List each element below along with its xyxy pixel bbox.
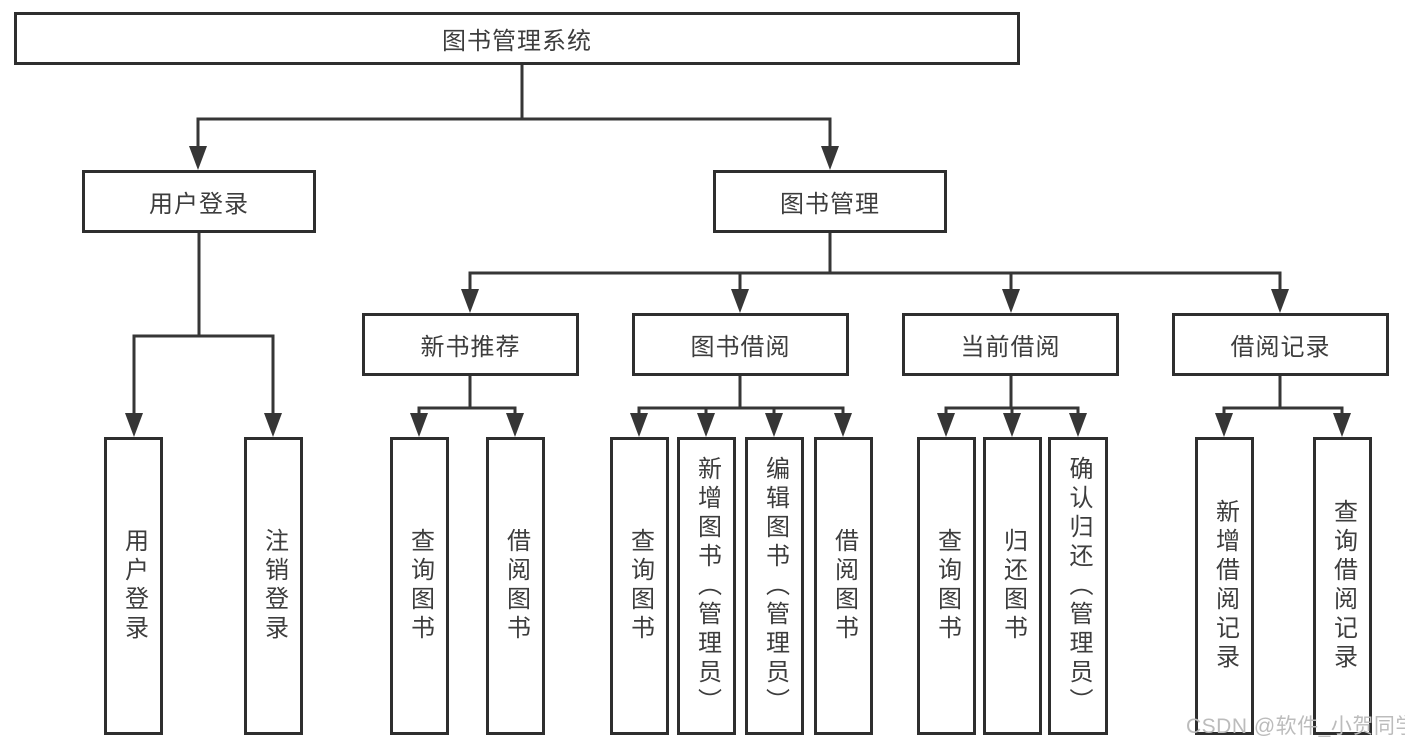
csdn-watermark: CSDN @软件_小贺同学 [1186, 715, 1405, 738]
leaf-label: 借阅图书 [830, 528, 858, 644]
leaf-label: 归还图书 [999, 528, 1027, 644]
leaf-label: 用户登录 [120, 528, 148, 644]
leaf-add-books-admin: 新增图书（管理员） [677, 437, 736, 735]
arrowhead-icon [1002, 289, 1020, 313]
arrowhead-icon [264, 413, 282, 437]
leaf-label: 借阅图书 [502, 528, 530, 644]
leaf-label: 查询借阅记录 [1329, 499, 1357, 673]
node-label: 图书管理 [780, 191, 880, 218]
arrowhead-icon [765, 413, 783, 437]
leaf-edit-books-admin: 编辑图书（管理员） [745, 437, 804, 735]
node-book-borrowing: 图书借阅 [632, 313, 849, 376]
arrowhead-icon [1003, 413, 1021, 437]
leaf-label: 查询图书 [626, 528, 654, 644]
leaf-query-books-current: 查询图书 [917, 437, 976, 735]
leaf-label: 确认归还（管理员） [1065, 455, 1092, 717]
leaf-query-books-borrow: 查询图书 [610, 437, 669, 735]
arrowhead-icon [1069, 413, 1087, 437]
node-library-management-system: 图书管理系统 [14, 12, 1020, 65]
node-book-management: 图书管理 [713, 170, 947, 233]
leaf-label: 编辑图书（管理员） [761, 455, 789, 717]
arrowhead-icon [1333, 413, 1351, 437]
leaf-borrow-books: 借阅图书 [814, 437, 873, 735]
leaf-query-books-recommend: 查询图书 [390, 437, 449, 735]
connector-root-split [189, 63, 839, 170]
arrowhead-icon [821, 146, 839, 170]
leaf-label: 查询图书 [933, 528, 961, 644]
leaf-borrow-books-recommend: 借阅图书 [486, 437, 545, 735]
arrowhead-icon [410, 413, 428, 437]
arrowhead-icon [1271, 289, 1289, 313]
arrowhead-icon [189, 146, 207, 170]
arrowhead-icon [697, 413, 715, 437]
leaf-return-books: 归还图书 [983, 437, 1042, 735]
arrowhead-icon [125, 413, 143, 437]
leaf-label: 注销登录 [260, 528, 288, 644]
node-label: 用户登录 [149, 191, 249, 218]
node-label: 当前借阅 [960, 334, 1061, 361]
node-label: 新书推荐 [420, 334, 521, 361]
arrowhead-icon [506, 413, 524, 437]
connector-mgmt-split [461, 231, 1289, 313]
leaf-label: 新增图书（管理员） [693, 455, 721, 717]
arrowhead-icon [630, 413, 648, 437]
leaf-logout: 注销登录 [244, 437, 303, 735]
node-label: 图书借阅 [690, 334, 791, 361]
arrowhead-icon [461, 289, 479, 313]
arrowhead-icon [731, 289, 749, 313]
leaf-user-login: 用户登录 [104, 437, 163, 735]
connector-user-split [125, 231, 282, 437]
node-current-borrowing: 当前借阅 [902, 313, 1119, 376]
leaf-label: 查询图书 [406, 528, 434, 644]
connector-current-split [937, 374, 1087, 437]
connector-borrow-split [630, 374, 852, 437]
arrowhead-icon [937, 413, 955, 437]
leaf-confirm-return-admin: 确认归还（管理员） [1048, 437, 1108, 735]
leaf-query-borrow-record: 查询借阅记录 [1313, 437, 1372, 735]
connector-recommend-split [410, 374, 524, 437]
node-label: 借阅记录 [1230, 334, 1331, 361]
connector-records-split [1215, 374, 1351, 437]
node-user-login: 用户登录 [82, 170, 316, 233]
node-new-book-recommend: 新书推荐 [362, 313, 579, 376]
arrowhead-icon [834, 413, 852, 437]
node-borrowing-records: 借阅记录 [1172, 313, 1389, 376]
leaf-add-borrow-record: 新增借阅记录 [1195, 437, 1254, 735]
arrowhead-icon [1215, 413, 1233, 437]
node-label: 图书管理系统 [442, 28, 592, 55]
leaf-label: 新增借阅记录 [1211, 499, 1239, 673]
